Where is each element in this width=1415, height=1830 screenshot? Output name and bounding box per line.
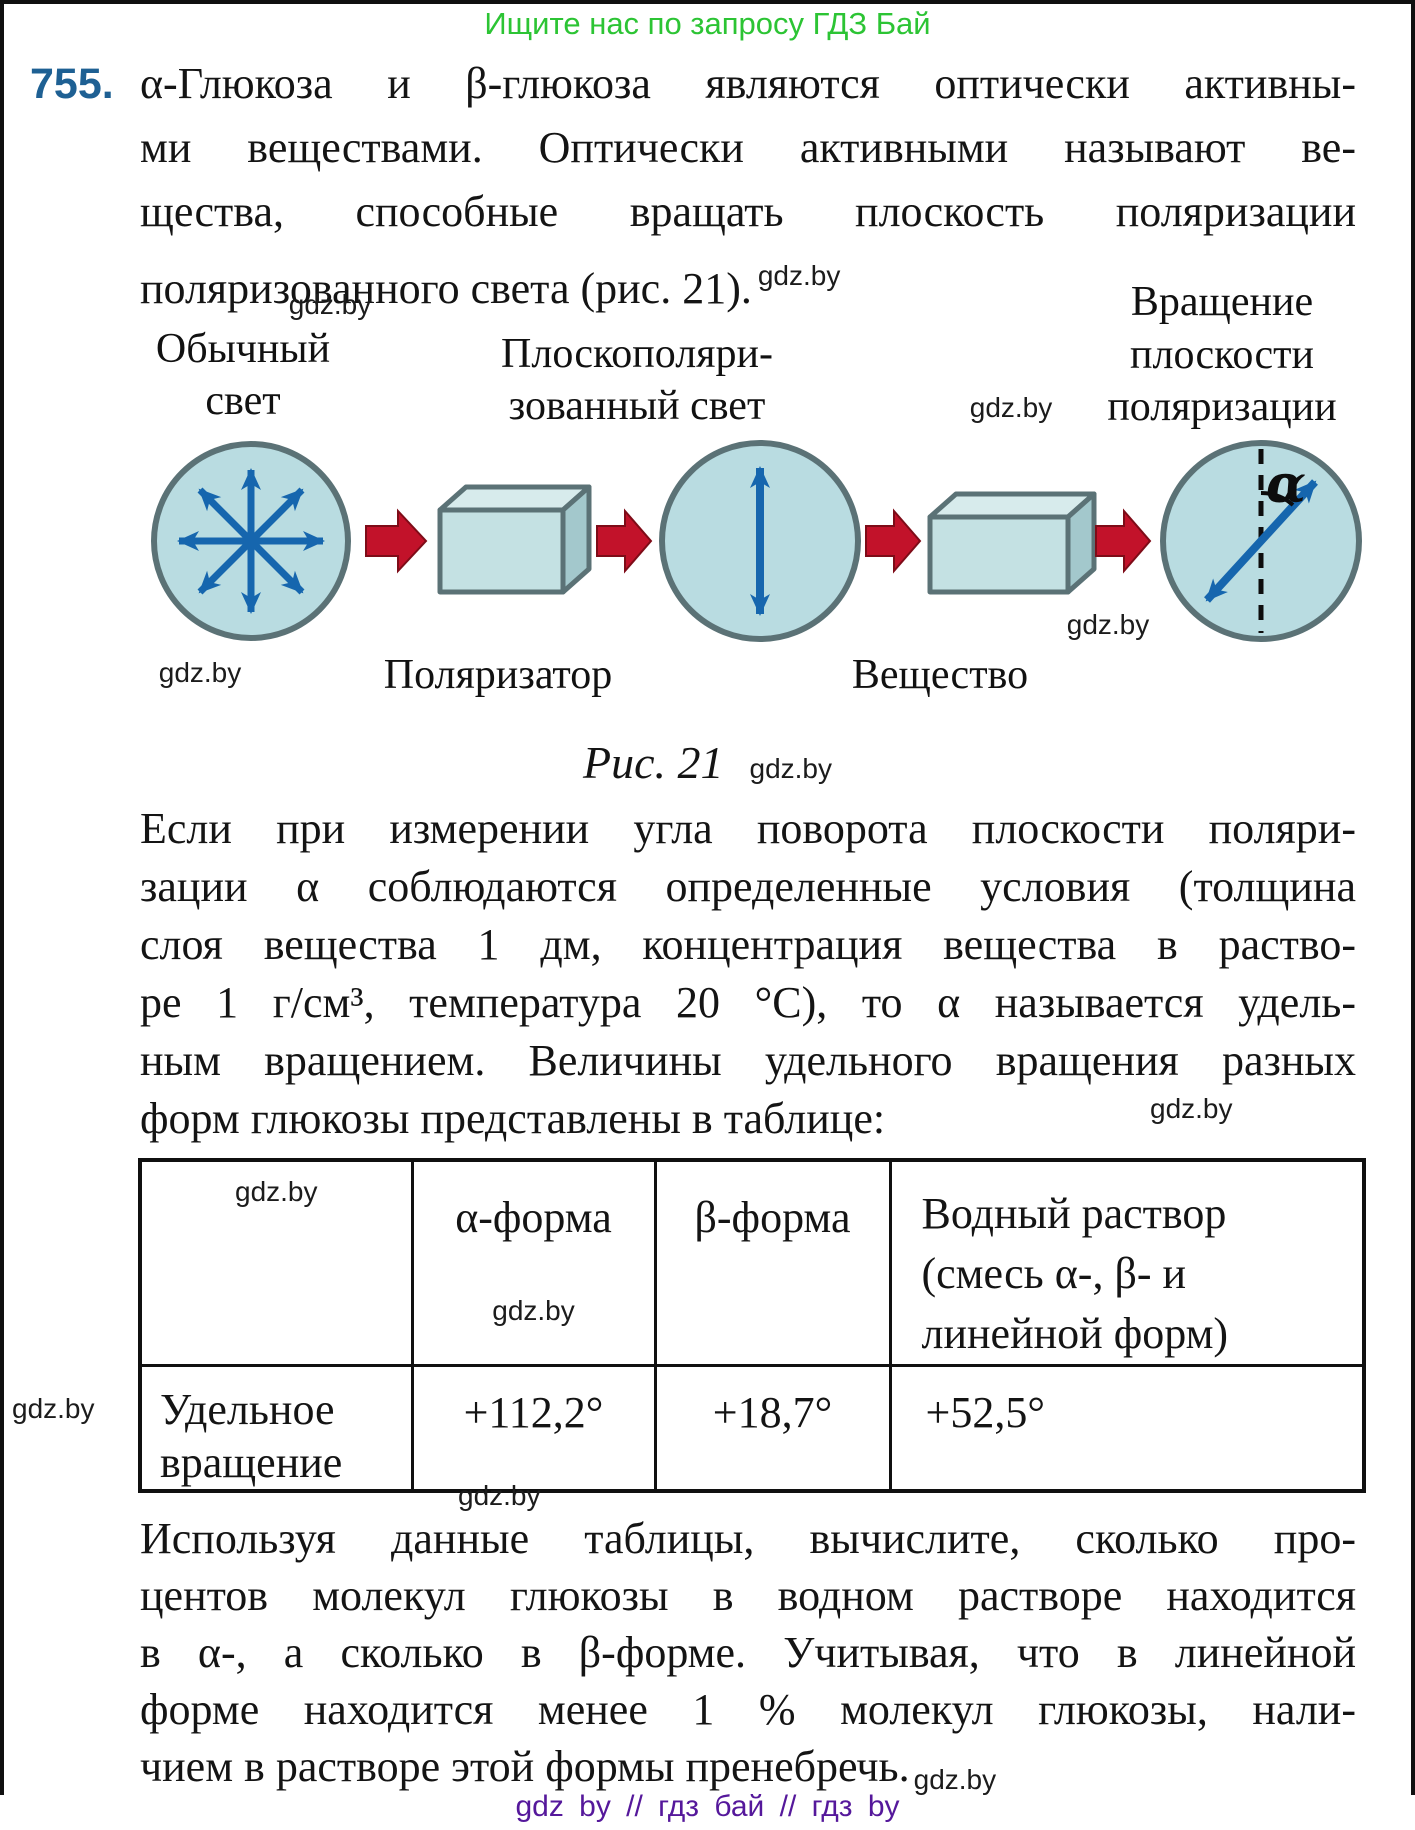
page-edge-right — [1411, 0, 1415, 1795]
footer-links[interactable]: gdz by // гдз бай // гдз by — [515, 1790, 900, 1823]
watermark: gdz.by — [913, 1764, 997, 1795]
paragraph-line-text: поляризованного света (рис. 21). — [140, 264, 752, 313]
polarizer-box — [437, 484, 592, 595]
label-plane-polarized-light: Плоскополяри- — [501, 331, 773, 377]
paragraph-line: поляризованного света (рис. 21).gdz.by — [140, 244, 1356, 313]
angle-arc — [1260, 490, 1295, 507]
paragraph-line: ре 1 г/см³, температура 20 °С), то α наз… — [140, 978, 1356, 1027]
row-label-cell: Удельное вращение — [138, 1364, 414, 1493]
row-label: Удельное вращение — [160, 1385, 343, 1487]
rotation-value: +18,7° — [712, 1388, 833, 1437]
label-substance: Вещество — [852, 652, 1028, 698]
label-rotation-of-plane: плоскости — [1130, 332, 1314, 378]
column-header-label: (смесь α-, β- и — [921, 1249, 1187, 1298]
paragraph-line: форме находится менее 1 % молекул глюкоз… — [140, 1685, 1356, 1734]
label-polarizer: Поляризатор — [384, 652, 612, 698]
promo-banner-link[interactable]: Ищите нас по запросу ГДЗ Бай — [484, 6, 931, 41]
page-edge-left — [0, 0, 4, 1795]
figure-caption: Рис. 21 gdz.by — [0, 736, 1415, 789]
watermark: gdz.by — [1150, 1093, 1233, 1124]
paragraph-line: α-Глюкоза и β-глюкоза являются оптически… — [140, 59, 1356, 108]
watermark: gdz.by — [1067, 609, 1150, 640]
paragraph-line: форм глюкозы представлены в таблице: — [140, 1094, 886, 1143]
paragraph-line-text: чием в растворе этой формы пренебречь. — [140, 1742, 910, 1791]
column-header-label: α-форма — [455, 1193, 612, 1242]
table-data-row: Удельное вращение +112,2° +18,7° +52,5° — [138, 1364, 1366, 1493]
flow-arrow-icon — [365, 508, 428, 574]
label-ordinary-light: свет — [205, 378, 280, 424]
watermark: gdz.by — [235, 1176, 318, 1207]
paragraph-line: Если при измерении угла поворота плоскос… — [140, 804, 1356, 853]
beta-form-value-cell: +18,7° — [653, 1364, 892, 1493]
column-header-label: β-форма — [694, 1193, 851, 1242]
paragraph-line: чием в растворе этой формы пренебречь.gd… — [140, 1738, 1356, 1795]
alpha-angle-label: α — [1266, 454, 1306, 515]
table-header-beta-form: β-форма — [653, 1158, 892, 1367]
figure-21-polarization-diagram: gdz.by Обычный свет Плоскополяри- зованн… — [151, 279, 1362, 698]
paragraph-line: зации α соблюдаются определенные условия… — [140, 862, 1356, 911]
label-plane-polarized-light: зованный свет — [509, 383, 766, 429]
watermark: gdz.by — [492, 1295, 575, 1326]
watermark: gdz.by — [289, 289, 372, 320]
watermark: gdz.by — [458, 1480, 541, 1511]
figure-caption-text: Рис. 21 — [582, 737, 724, 788]
table-header-row: gdz.by α-форма gdz.by β-форма Водный рас… — [138, 1158, 1366, 1367]
rotation-value: +112,2° — [463, 1388, 604, 1437]
watermark: gdz.by — [159, 657, 242, 688]
paragraph-line: Используя данные таблицы, вычислите, ско… — [140, 1514, 1356, 1563]
rotated-ray-icon — [1204, 479, 1318, 603]
paragraph-intro: α-Глюкоза и β-глюкоза являются оптически… — [140, 52, 1356, 313]
paragraph-specific-rotation: Если при измерении угла поворота плоскос… — [140, 800, 1356, 1148]
paragraph-line: ным вращением. Величины удельного вращен… — [140, 1036, 1356, 1085]
paragraph-line: ми веществами. Оптически активными назыв… — [140, 123, 1356, 172]
column-header-label: линейной форм) — [921, 1309, 1229, 1358]
table-header-alpha-form: α-форма gdz.by — [410, 1158, 657, 1367]
ordinary-light-rays-icon — [177, 468, 325, 614]
alpha-form-value-cell: +112,2° — [410, 1364, 657, 1493]
watermark: gdz.by — [757, 260, 841, 291]
problem-number: 755. — [30, 60, 114, 108]
table-header-aqueous-solution: Водный раствор (смесь α-, β- и линейной … — [888, 1158, 1366, 1367]
page-edge-top — [0, 0, 1415, 4]
paragraph-line: щества, способные вращать плоскость поля… — [140, 187, 1356, 236]
watermark: gdz.by — [749, 753, 833, 784]
watermark: gdz.by — [12, 1393, 95, 1424]
flow-arrow-icon — [865, 508, 922, 574]
paragraph-line: центов молекул глюкозы в водном растворе… — [140, 1571, 1356, 1620]
flow-arrow-icon — [1095, 508, 1152, 574]
rotation-value: +52,5° — [925, 1388, 1045, 1437]
label-rotation-of-plane: Вращение — [1131, 279, 1313, 325]
specific-rotation-table: gdz.by α-форма gdz.by β-форма Водный рас… — [138, 1158, 1366, 1493]
flow-arrow-icon — [596, 508, 653, 574]
label-rotation-of-plane: поляризации — [1107, 384, 1336, 430]
label-ordinary-light: Обычный — [156, 326, 330, 372]
paragraph-task: Используя данные таблицы, вычислите, ско… — [140, 1510, 1356, 1795]
column-header-label: Водный раствор — [921, 1189, 1227, 1238]
paragraph-line: в α-, а сколько в β-форме. Учитывая, что… — [140, 1628, 1356, 1677]
substance-box — [927, 491, 1097, 595]
paragraph-line: слоя вещества 1 дм, концентрация веществ… — [140, 920, 1356, 969]
aqueous-solution-value-cell: +52,5° — [888, 1364, 1366, 1493]
watermark: gdz.by — [970, 392, 1053, 423]
table-header-empty-cell: gdz.by — [138, 1158, 414, 1367]
